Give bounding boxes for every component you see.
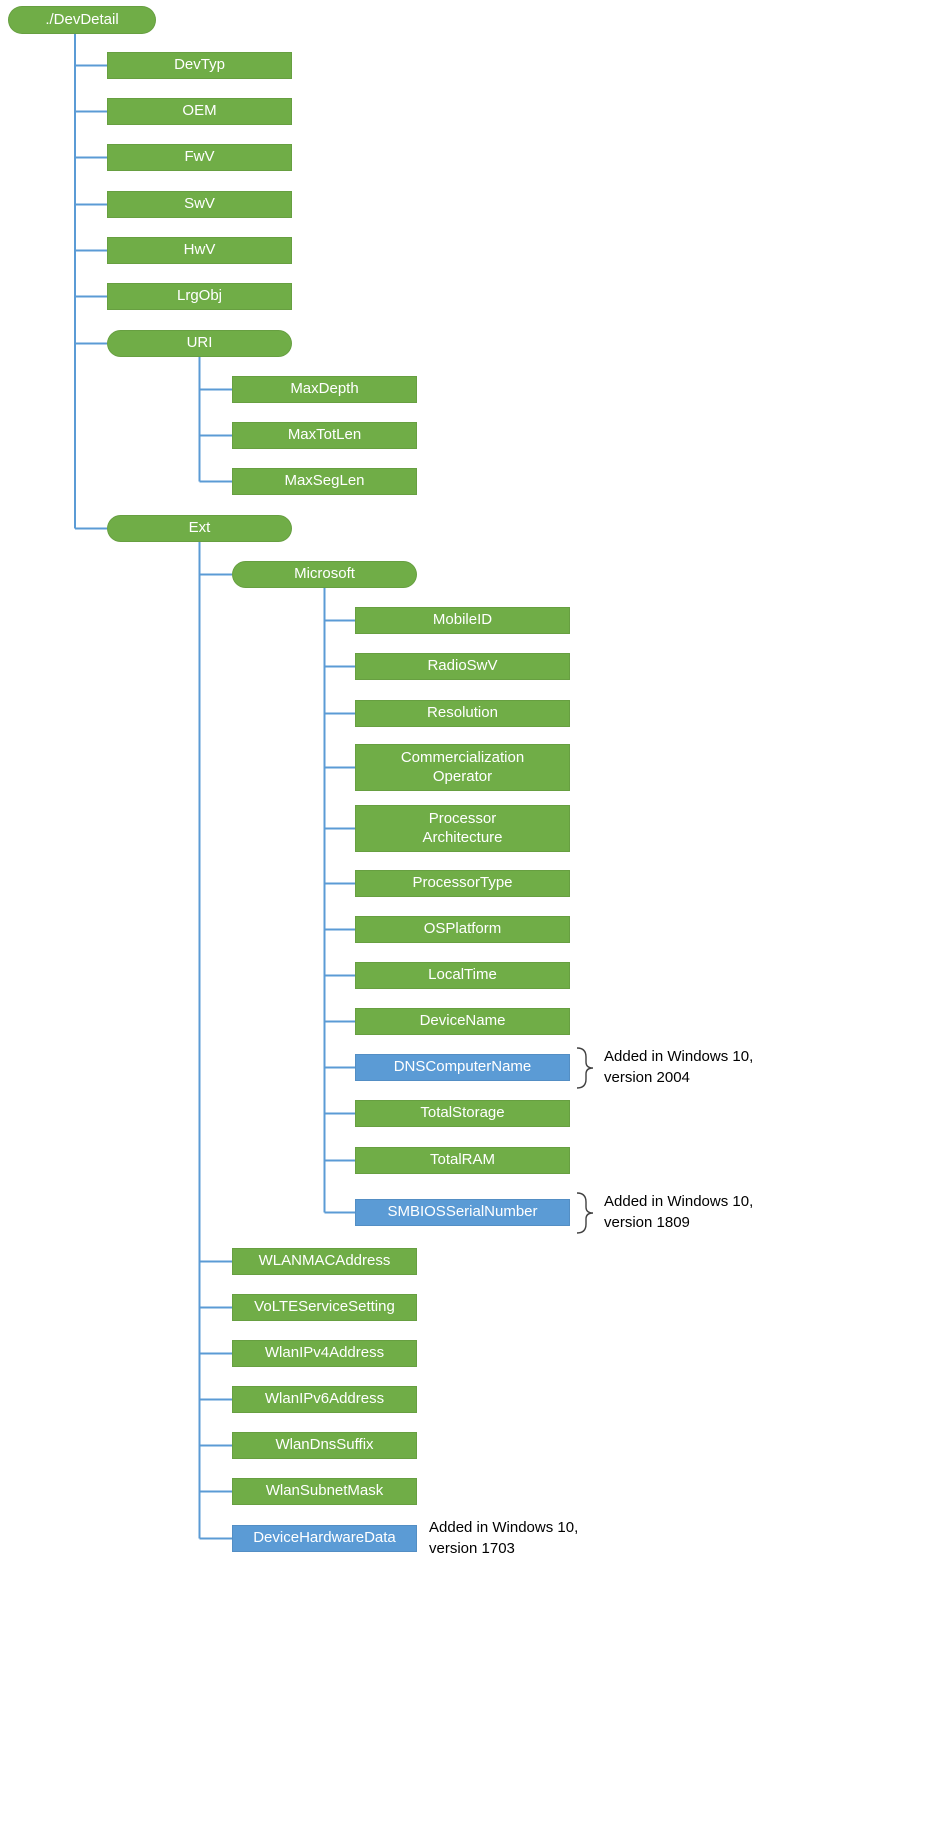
- node-dnscomputername: DNSComputerName: [355, 1054, 570, 1081]
- node-wlansubnetmask: WlanSubnetMask: [232, 1478, 417, 1505]
- annotation-added-version-1703: Added in Windows 10, version 1703: [429, 1518, 579, 1557]
- node-processortype: ProcessorType: [355, 870, 570, 897]
- node-maxseglen: MaxSegLen: [232, 468, 417, 495]
- node-totalstorage: TotalStorage: [355, 1100, 570, 1127]
- node-osplatform: OSPlatform: [355, 916, 570, 943]
- node-processorarchitecture: Processor Architecture: [355, 805, 570, 852]
- node-totalram: TotalRAM: [355, 1147, 570, 1174]
- annotation-added-version-2004: Added in Windows 10, version 2004: [604, 1047, 754, 1086]
- node-hwv: HwV: [107, 237, 292, 264]
- node-wlandnssuffix: WlanDnsSuffix: [232, 1432, 417, 1459]
- node-smbiosserialnumber: SMBIOSSerialNumber: [355, 1199, 570, 1226]
- node-localtime: LocalTime: [355, 962, 570, 989]
- node-ext: Ext: [107, 515, 292, 542]
- annotation-bracket-icon: [577, 1191, 594, 1234]
- node-wlanipv6address: WlanIPv6Address: [232, 1386, 417, 1413]
- node-fwv: FwV: [107, 144, 292, 171]
- node-radioswv: RadioSwV: [355, 653, 570, 680]
- node-lrgobj: LrgObj: [107, 283, 292, 310]
- node-devicehardwaredata: DeviceHardwareData: [232, 1525, 417, 1552]
- node-swv: SwV: [107, 191, 292, 218]
- node-mobileid: MobileID: [355, 607, 570, 634]
- node-wlanmacaddress: WLANMACAddress: [232, 1248, 417, 1275]
- node-devdetail: ./DevDetail: [8, 6, 156, 34]
- node-resolution: Resolution: [355, 700, 570, 727]
- node-maxdepth: MaxDepth: [232, 376, 417, 403]
- node-microsoft: Microsoft: [232, 561, 417, 588]
- node-devicename: DeviceName: [355, 1008, 570, 1035]
- node-uri: URI: [107, 330, 292, 357]
- node-maxtotlen: MaxTotLen: [232, 422, 417, 449]
- node-commercializationoperator: Commercialization Operator: [355, 744, 570, 791]
- annotation-bracket-icon: [577, 1046, 594, 1089]
- node-volteservicesetting: VoLTEServiceSetting: [232, 1294, 417, 1321]
- annotation-added-version-1809: Added in Windows 10, version 1809: [604, 1192, 754, 1231]
- node-oem: OEM: [107, 98, 292, 125]
- node-wlanipv4address: WlanIPv4Address: [232, 1340, 417, 1367]
- node-devtyp: DevTyp: [107, 52, 292, 79]
